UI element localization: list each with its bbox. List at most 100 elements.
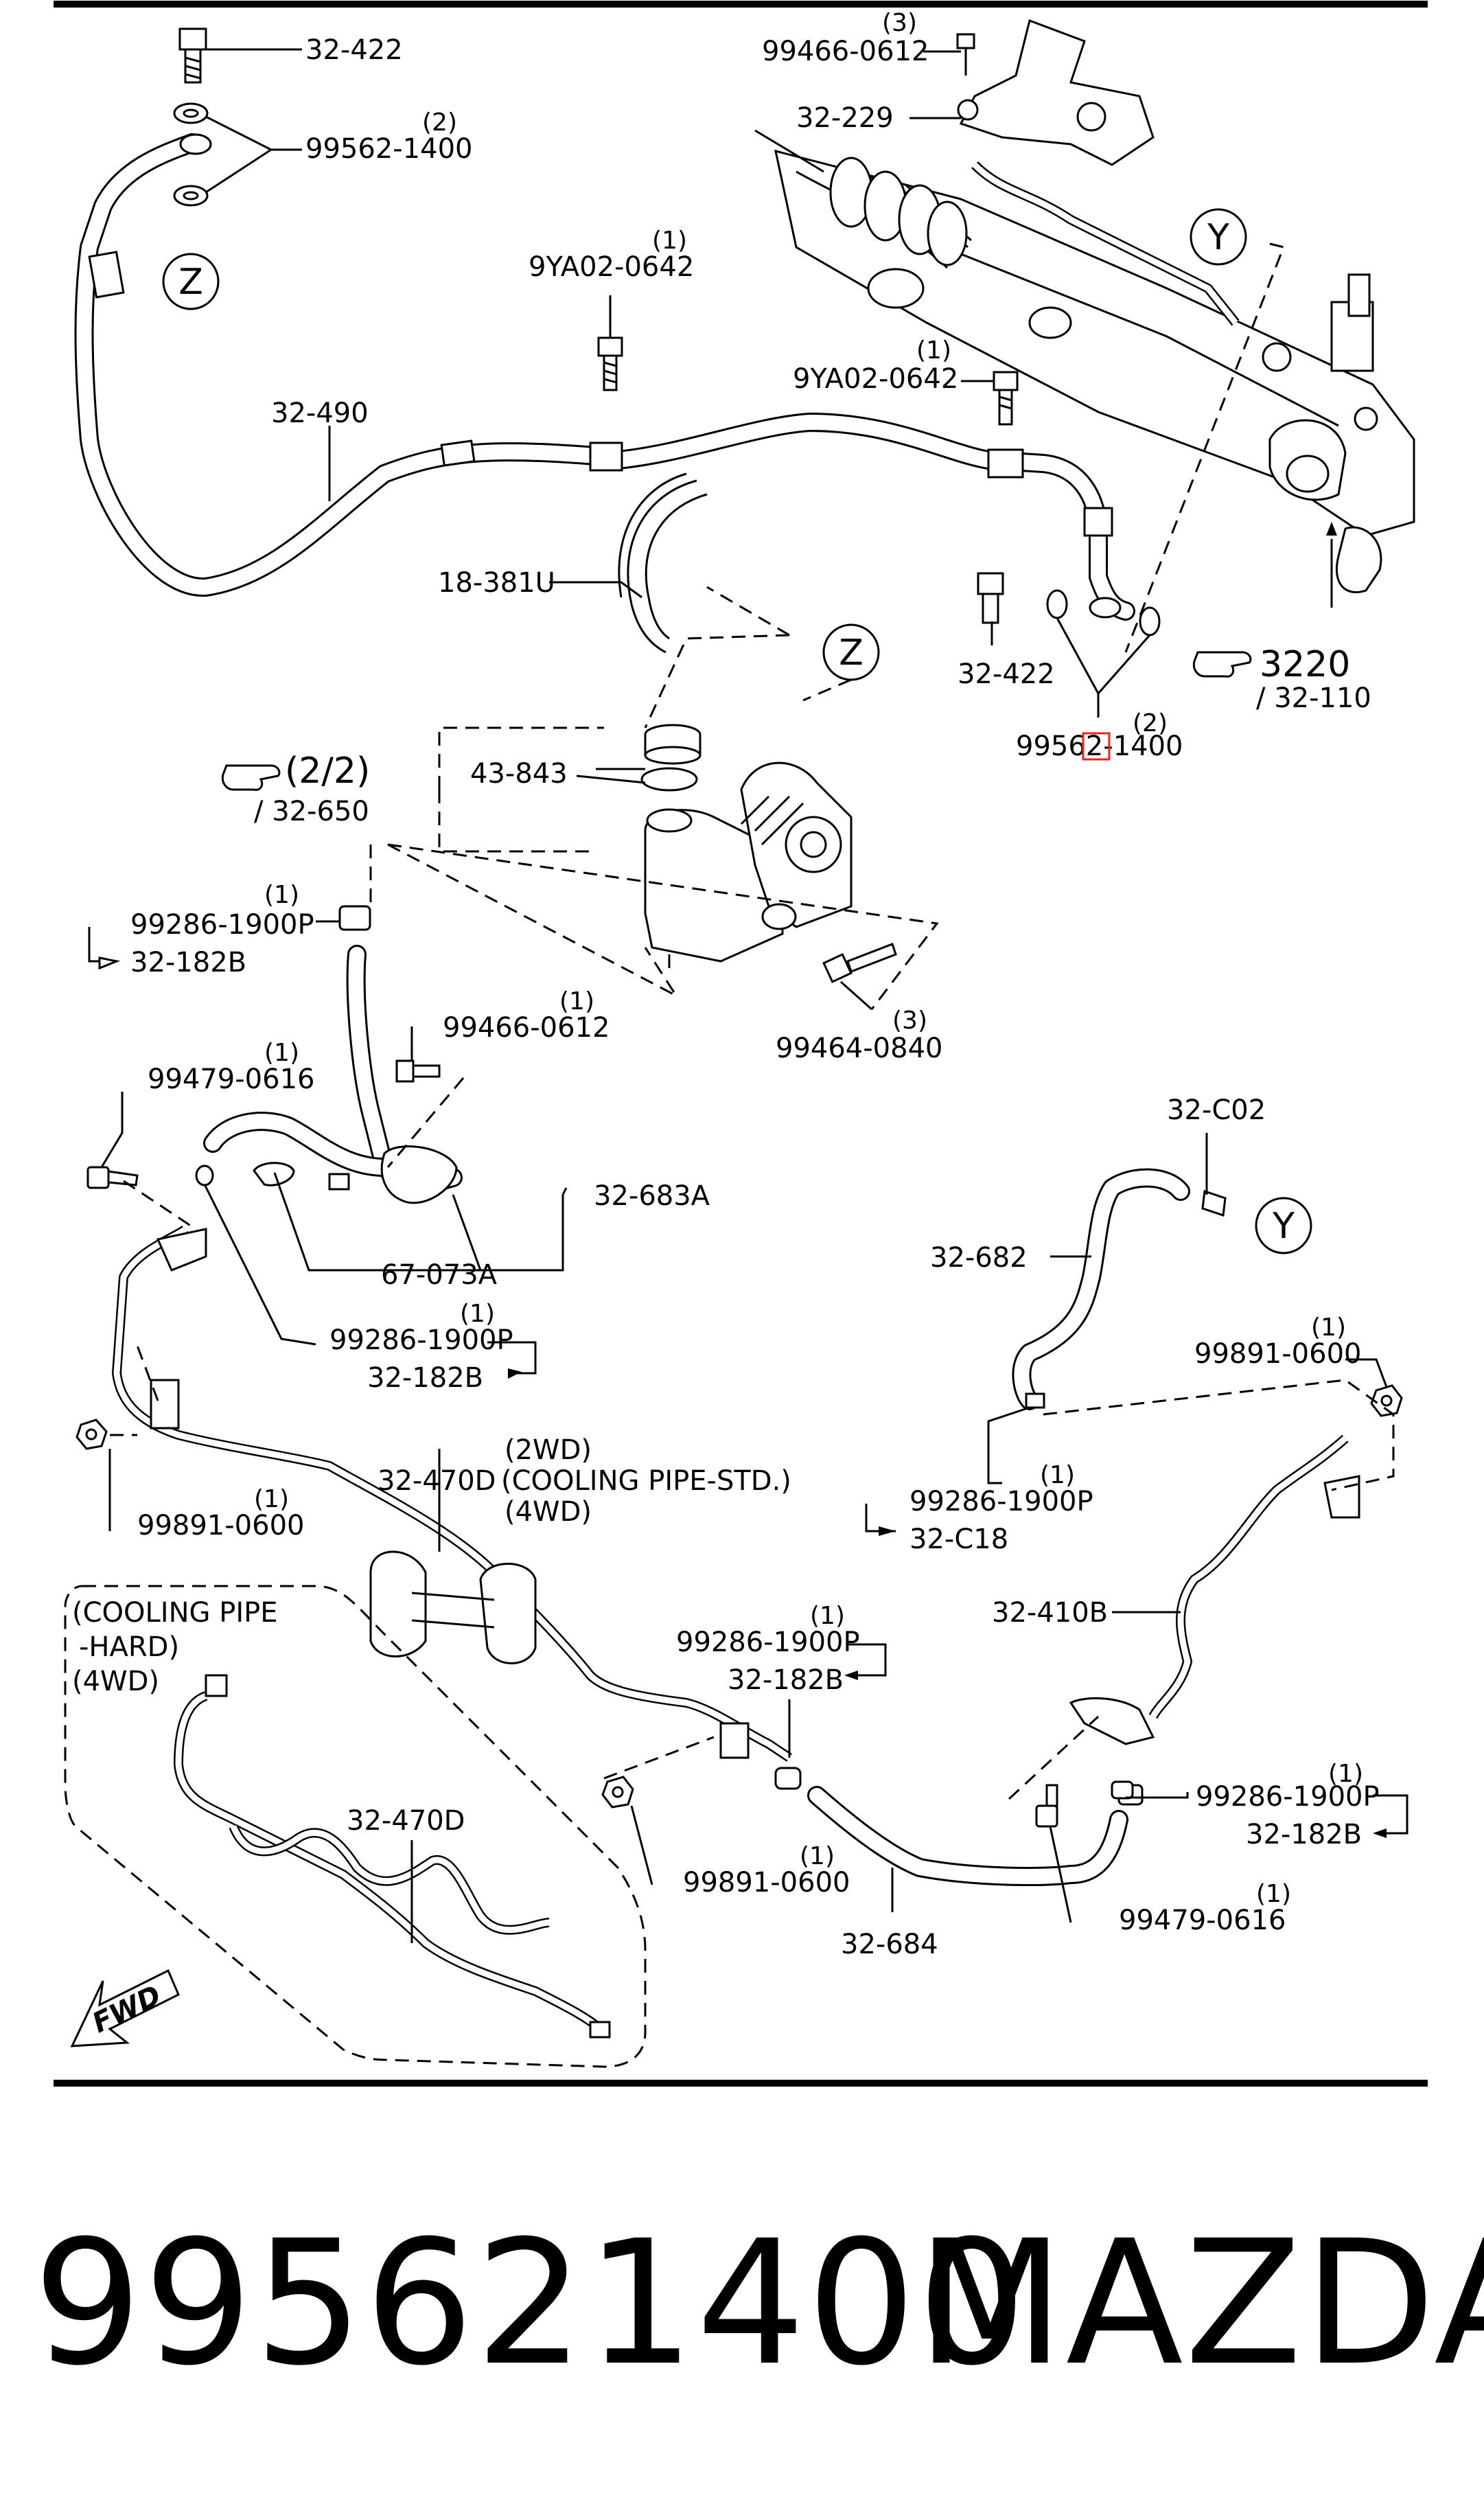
reservoir-and-pump [644, 761, 853, 968]
cooling-hard-frame [64, 1585, 647, 2068]
nut-99891-b [76, 1419, 108, 1450]
washer-mid-1 [1046, 589, 1068, 619]
callout-32-683a: 32-683A [594, 1180, 710, 1212]
bolt-9ya02-a [597, 336, 623, 391]
callout-3220: 3220 [1260, 644, 1350, 685]
callout-99479-b: 99479-0616 [1119, 1905, 1286, 1936]
leader-lines [88, 48, 1408, 1943]
callout-99562-top: 99562-1400 [305, 133, 472, 165]
callout-99562-mid: 99562-1400 [1016, 731, 1183, 762]
bolt-99479-b [1035, 1784, 1058, 1828]
callout-99286-d: 99286-1900P [676, 1627, 860, 1658]
ref-circle-z-right: Z [822, 623, 880, 681]
callout-32-682: 32-682 [930, 1242, 1028, 1274]
drive-belt [618, 472, 708, 654]
callout-32-c02: 32-C02 [1167, 1094, 1266, 1126]
callout-99464: 99464-0840 [776, 1033, 942, 1064]
reservoir-cap [644, 724, 702, 765]
bolt-32-422-top [178, 27, 207, 84]
svg-text:(1): (1) [1040, 1461, 1075, 1489]
bolt-99479-a [86, 1166, 139, 1189]
callout-99466-top: 99466-0612 [762, 36, 929, 67]
bolt-9ya02-b [993, 371, 1019, 426]
callout-cooling-hard-2: -HARD) [79, 1631, 179, 1663]
callout-cooling-std: (COOLING PIPE-STD.) [501, 1465, 791, 1497]
callout-32-110: / 32-110 [1256, 682, 1371, 714]
callout-99891-c: 99891-0600 [683, 1867, 850, 1898]
callout-32-470d-std: 32-470D [378, 1465, 496, 1497]
callout-32-229: 32-229 [796, 102, 894, 134]
callout-32-422-mid: 32-422 [958, 658, 1055, 690]
svg-text:Z: Z [839, 632, 863, 674]
callout-99286-b: 99286-1900P [329, 1324, 513, 1356]
ref-circle-y-mid: Y [1255, 1197, 1312, 1254]
part-number: 995621400 [33, 2203, 1028, 2403]
callout-99891-b: 99891-0600 [137, 1510, 304, 1541]
svg-text:(1): (1) [1328, 1760, 1363, 1788]
callout-32-684: 32-684 [841, 1929, 938, 1960]
callout-67-073a: 67-073A [381, 1259, 498, 1291]
fwd-arrow-icon: FWD [70, 1969, 180, 2047]
nut-99891-a [1370, 1384, 1403, 1417]
callout-9ya02-a: 9YA02-0642 [529, 251, 694, 283]
callout-43-843: 43-843 [470, 758, 568, 790]
callout-2wd: (2WD) [505, 1434, 592, 1466]
washer-mid-2 [1139, 606, 1161, 636]
callout-32-410b: 32-410B [992, 1597, 1108, 1629]
callout-32-c18: 32-C18 [909, 1524, 1008, 1555]
svg-text:(1): (1) [559, 987, 594, 1015]
callout-18-381u: 18-381U [438, 567, 555, 599]
svg-text:(2): (2) [1133, 709, 1168, 737]
callout-99286-c: 99286-1900P [909, 1486, 1093, 1517]
svg-text:(3): (3) [892, 1007, 927, 1035]
callout-labels: 32-422 (2) 99562-1400 (3) 99466-0612 32-… [72, 9, 1380, 1960]
steering-gear-assembly [754, 129, 1415, 594]
callout-32-182b-d: 32-182B [728, 1664, 844, 1696]
callout-cooling-hard-3: (4WD) [72, 1666, 159, 1697]
svg-text:(1): (1) [460, 1300, 495, 1328]
svg-text:(1): (1) [810, 1602, 845, 1630]
callout-32-182b-e: 32-182B [1246, 1819, 1362, 1850]
o-ring-43-843 [640, 767, 698, 792]
hand-pointer-icon-right [1192, 651, 1252, 678]
ref-circle-y-top: Y [1190, 208, 1247, 266]
callout-4wd-std: (4WD) [505, 1496, 592, 1528]
callout-32-470d-hard: 32-470D [347, 1805, 465, 1837]
callout-2-2: (2/2) [285, 750, 370, 792]
callout-99286-e: 99286-1900P [1196, 1781, 1380, 1813]
bolt-32-422-mid [977, 572, 1004, 624]
bolt-99466-top [956, 33, 975, 76]
svg-text:(1): (1) [254, 1485, 289, 1513]
svg-text:(1): (1) [800, 1842, 835, 1870]
callout-99479-a: 99479-0616 [148, 1064, 314, 1095]
arrow-marker [508, 1368, 522, 1379]
callout-32-650: / 32-650 [254, 796, 369, 827]
svg-text:Y: Y [1207, 217, 1229, 258]
brand-name: MAZDA [916, 2203, 1484, 2403]
highlight-box [1082, 732, 1111, 761]
svg-text:(3): (3) [882, 9, 917, 37]
cooling-pipe-hard [174, 1691, 607, 2036]
callout-32-490: 32-490 [271, 398, 369, 429]
dashed-reference-lines [110, 242, 1395, 1800]
svg-text:(1): (1) [1311, 1313, 1346, 1342]
callout-32-182b-b: 32-182B [367, 1362, 483, 1394]
nut-99891-c [601, 1776, 634, 1809]
heat-shield [959, 19, 1155, 166]
svg-text:(1): (1) [264, 1039, 299, 1067]
callout-99466-mid: 99466-0612 [443, 1012, 610, 1044]
callout-32-422-top: 32-422 [305, 34, 403, 66]
svg-text:(1): (1) [652, 227, 687, 255]
callout-cooling-hard-1: (COOLING PIPE [72, 1597, 278, 1629]
bolt-99464 [822, 943, 897, 983]
svg-text:(2): (2) [422, 108, 457, 137]
svg-text:(1): (1) [916, 336, 951, 365]
svg-text:(1): (1) [1256, 1880, 1291, 1908]
callout-9ya02-b: 9YA02-0642 [793, 363, 958, 395]
ref-circle-z-left: Z [162, 253, 220, 310]
bolt-99466-mid [395, 1059, 441, 1083]
hand-pointer-icon-left [221, 764, 281, 791]
svg-text:(1): (1) [264, 881, 299, 909]
svg-text:Y: Y [1272, 1206, 1295, 1247]
